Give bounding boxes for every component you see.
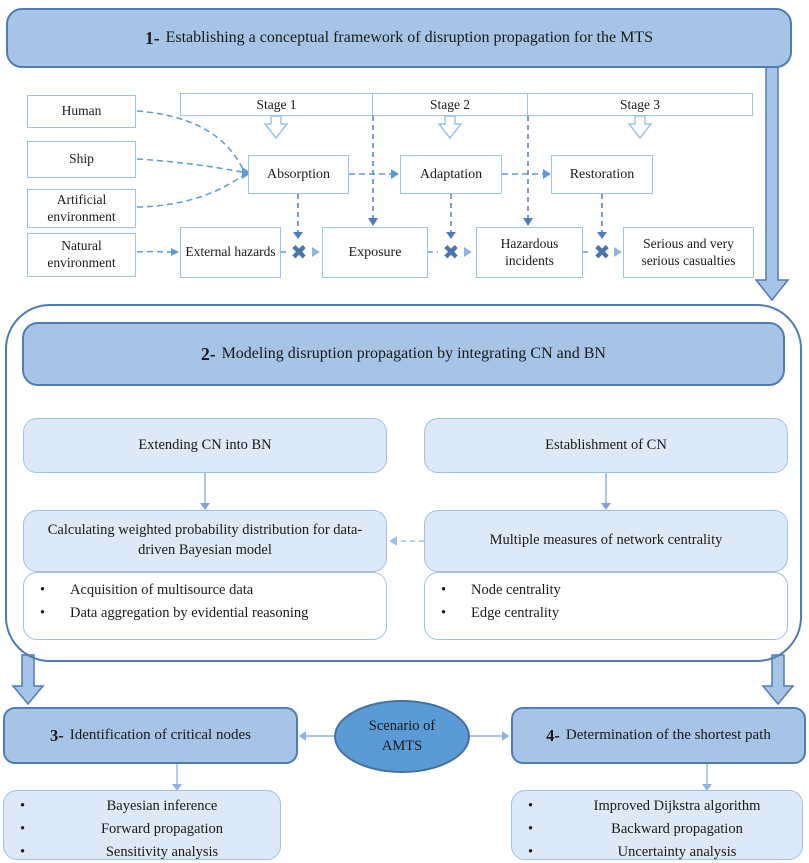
bullet-item: Backward propagation — [512, 818, 796, 841]
section-3-title: Identification of critical nodes — [69, 727, 251, 743]
thick-arrow-left — [11, 654, 45, 706]
source-natural-label: Natural environment — [47, 238, 116, 270]
arrowhead-into-external — [171, 248, 179, 256]
source-box-ship: Ship — [27, 141, 136, 178]
scenario-ellipse: Scenario of AMTS — [334, 700, 470, 773]
scenario-line1: Scenario of — [368, 717, 436, 734]
curve-ship-to-absorption — [136, 158, 243, 173]
banner-2: 2- Modeling disruption propagation by in… — [22, 322, 785, 386]
bullet-item: Acquisition of multisource data — [24, 579, 380, 602]
stage1-down-arrow-icon — [263, 115, 289, 140]
thick-arrow-right — [761, 654, 795, 706]
arrowhead-x3-casualties — [614, 247, 622, 257]
arrowhead-into-box4 — [502, 731, 509, 741]
banner-1-number: 1- — [144, 27, 160, 48]
stage-3-label: Stage 3 — [619, 96, 661, 112]
restoration-label: Restoration — [569, 166, 635, 182]
banner-2-title: Modeling disruption propagation by integ… — [221, 345, 606, 362]
stage-1-header: Stage 1 — [180, 93, 373, 116]
bullets-box-centrality: Node centrality Edge centrality — [424, 572, 788, 640]
bullet-item: Improved Dijkstra algorithm — [512, 795, 796, 818]
arrowhead-bullets4 — [702, 784, 712, 791]
section-2-container — [5, 304, 802, 662]
stage2-down-arrow-icon — [437, 115, 463, 140]
bullet-item: Node centrality — [425, 579, 781, 602]
box-establishment-of-cn: Establishment of CN — [424, 418, 788, 473]
section-3-header: 3- Identification of critical nodes — [3, 707, 298, 764]
external-hazards-label: External hazards — [185, 244, 276, 260]
arrowhead-measures — [601, 503, 611, 510]
x-mark-icon-1: ✖ — [290, 240, 308, 264]
arrowhead-into-absorption — [242, 167, 251, 179]
arrowhead-bullets3 — [172, 784, 182, 791]
extending-cn-label: Extending CN into BN — [138, 436, 272, 453]
casualties-label: Serious and very serious casualties — [641, 235, 736, 268]
curve-artificial-to-absorption — [136, 175, 243, 208]
establishment-cn-label: Establishment of CN — [545, 436, 667, 453]
source-artificial-label: Artificial environment — [47, 191, 116, 224]
scenario-line2: AMTS — [381, 737, 423, 754]
process-box-absorption: Absorption — [248, 155, 349, 194]
arrowhead-above-x3 — [597, 232, 607, 239]
arrowhead-into-adaptation — [391, 169, 399, 179]
source-box-artificial-environment: Artificial environment — [27, 189, 136, 228]
arrowhead-into-incidents — [523, 218, 533, 226]
stage-2-label: Stage 2 — [429, 96, 471, 112]
source-box-human: Human — [27, 95, 136, 128]
hazard-box-serious-casualties: Serious and very serious casualties — [623, 227, 754, 278]
bullets-box-calc: Acquisition of multisource data Data agg… — [23, 572, 387, 640]
bullet-item: Forward propagation — [4, 818, 274, 841]
section-3-number: 3- — [50, 725, 64, 745]
stage-1-label: Stage 1 — [256, 96, 297, 112]
adaptation-label: Adaptation — [419, 166, 483, 182]
measures-label: Multiple measures of network centrality — [489, 532, 723, 549]
arrowhead-x1-exposure — [312, 247, 320, 257]
bullet-item: Uncertainty analysis — [512, 841, 796, 863]
arrowhead-above-x1 — [293, 232, 303, 239]
exposure-label: Exposure — [348, 244, 402, 260]
bullets-box-section4: Improved Dijkstra algorithm Backward pro… — [511, 790, 803, 863]
banner-1: 1- Establishing a conceptual framework o… — [6, 8, 792, 68]
stage-2-header: Stage 2 — [372, 93, 528, 116]
section-4-number: 4- — [546, 725, 560, 745]
process-box-adaptation: Adaptation — [400, 155, 502, 194]
bullet-item: Data aggregation by evidential reasoning — [24, 602, 380, 625]
absorption-label: Absorption — [267, 166, 330, 182]
arrowhead-x2-incidents — [464, 247, 472, 257]
source-ship-label: Ship — [69, 151, 94, 167]
banner-2-number: 2- — [201, 343, 216, 364]
box-multiple-measures: Multiple measures of network centrality — [424, 510, 788, 572]
hazard-box-exposure: Exposure — [322, 227, 428, 278]
source-box-natural-environment: Natural environment — [27, 233, 136, 277]
process-box-restoration: Restoration — [551, 155, 653, 194]
bullet-item: Edge centrality — [425, 602, 781, 625]
curve-human-to-absorption — [136, 110, 244, 170]
hazard-box-hazardous-incidents: Hazardous incidents — [476, 227, 583, 278]
source-human-label: Human — [61, 103, 102, 119]
stage3-down-arrow-icon — [627, 115, 653, 140]
arrowhead-into-exposure — [368, 218, 378, 226]
arrowhead-into-calc — [389, 536, 397, 546]
hazard-box-external-hazards: External hazards — [180, 227, 281, 278]
banner-1-title: Establishing a conceptual framework of d… — [165, 29, 653, 46]
stage-3-header: Stage 3 — [527, 93, 753, 116]
arrowhead-into-box3 — [299, 731, 306, 741]
bullet-item: Sensitivity analysis — [4, 841, 274, 863]
x-mark-icon-3: ✖ — [593, 240, 611, 264]
box-calculating-weighted-probability: Calculating weighted probability distrib… — [23, 510, 387, 572]
box-extending-cn-into-bn: Extending CN into BN — [23, 418, 387, 473]
calculating-label: Calculating weighted probability distrib… — [47, 522, 363, 558]
arrowhead-above-x2 — [446, 232, 456, 239]
big-down-arrow-right — [754, 65, 790, 302]
arrowhead-calc — [200, 503, 210, 510]
section-4-header: 4- Determination of the shortest path — [511, 707, 806, 764]
hazardous-incidents-label: Hazardous incidents — [500, 235, 559, 268]
arrowhead-into-restoration — [543, 169, 551, 179]
x-mark-icon-2: ✖ — [442, 240, 460, 264]
bullets-box-section3: Bayesian inference Forward propagation S… — [3, 790, 281, 863]
bullet-item: Bayesian inference — [4, 795, 274, 818]
section-4-title: Determination of the shortest path — [565, 727, 771, 743]
